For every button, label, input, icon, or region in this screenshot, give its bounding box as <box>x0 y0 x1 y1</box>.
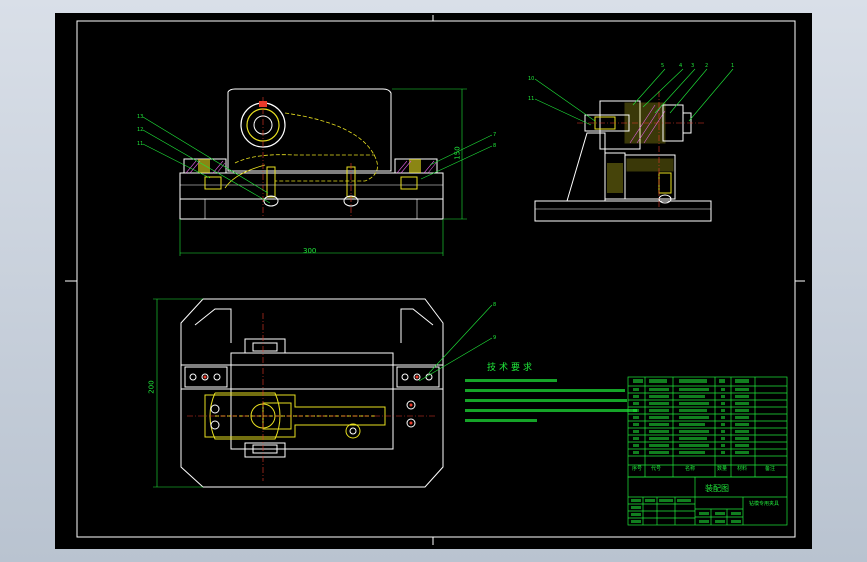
svg-text:5: 5 <box>661 63 664 69</box>
bom-cell-text <box>633 379 749 454</box>
drawing-label: 装配图 <box>705 484 729 493</box>
svg-text:1: 1 <box>731 63 734 69</box>
balloon-labels: 13 12 11 7 8 10 11 5 4 3 2 1 8 9 <box>137 63 734 341</box>
bom-col-qty: 数量 <box>717 466 728 472</box>
tech-requirements-title: 技术要求 <box>487 363 536 373</box>
svg-text:10: 10 <box>528 76 534 82</box>
plan-view <box>153 298 493 488</box>
bom-col-note: 备注 <box>765 466 776 472</box>
svg-text:8: 8 <box>493 143 496 149</box>
svg-text:11: 11 <box>137 141 143 147</box>
bom-col-name: 名称 <box>685 466 696 472</box>
title-block-cell-text <box>631 499 741 523</box>
drawing-name: 钻模专用夹具 <box>749 501 780 507</box>
cad-canvas: 13 12 11 7 8 10 11 5 4 3 2 1 8 9 <box>55 13 812 549</box>
bom-col-code: 代号 <box>651 466 662 472</box>
plan-height-dimension: 200 <box>147 380 156 394</box>
bom-col-no: 序号 <box>632 466 643 472</box>
drawing-border <box>76 20 796 538</box>
drawing-sheet: 13 12 11 7 8 10 11 5 4 3 2 1 8 9 <box>55 13 812 549</box>
svg-text:13: 13 <box>137 114 143 120</box>
svg-text:7: 7 <box>493 132 496 138</box>
front-width-dimension: 300 <box>303 247 317 255</box>
svg-text:2: 2 <box>705 63 708 69</box>
front-view <box>142 88 493 256</box>
bom-col-material: 材料 <box>737 466 748 472</box>
svg-text:12: 12 <box>137 127 143 133</box>
tech-requirement-lines <box>465 379 637 422</box>
front-height-dimension: 150 <box>453 146 462 160</box>
svg-text:11: 11 <box>528 96 534 102</box>
svg-text:9: 9 <box>493 335 496 341</box>
svg-text:3: 3 <box>691 63 694 69</box>
svg-text:8: 8 <box>493 302 496 308</box>
svg-text:4: 4 <box>679 63 682 69</box>
sheet-background <box>55 13 812 549</box>
title-block <box>627 476 788 526</box>
side-view <box>534 68 734 222</box>
